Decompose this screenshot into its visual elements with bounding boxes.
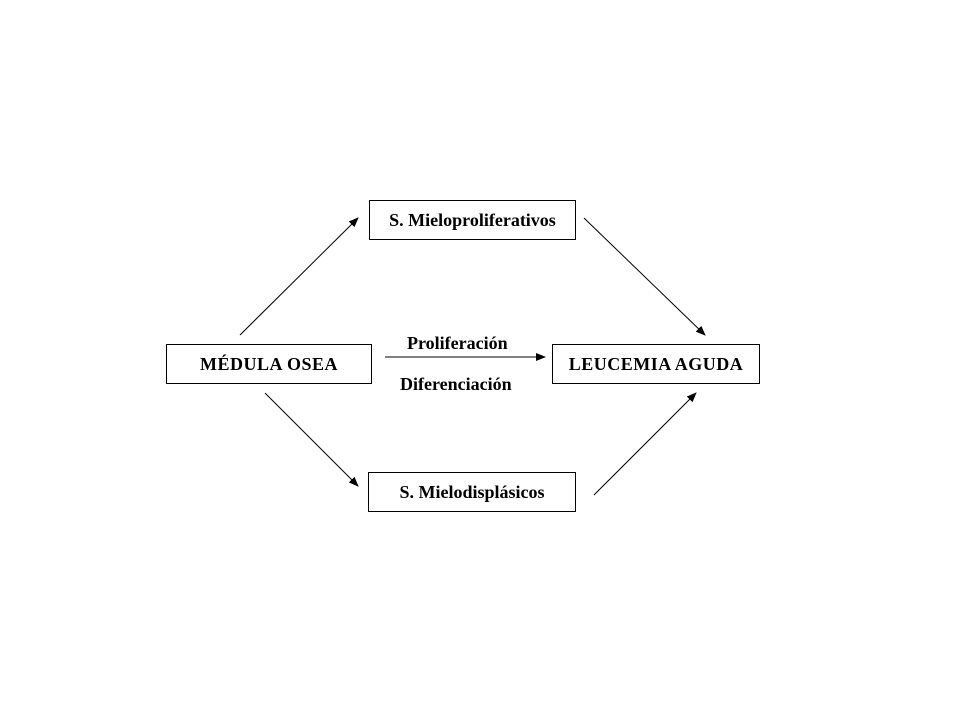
- arrow-mieloproliferativos-to-leucemia: [583, 217, 706, 336]
- node-medula-osea-label: MÉDULA OSEA: [199, 353, 339, 374]
- edge-label-proliferacion: Proliferación: [407, 333, 508, 353]
- node-medula-osea: MÉDULA OSEA: [166, 344, 372, 384]
- arrow-medula-to-mieloproliferativos: [239, 217, 359, 336]
- node-mielodisplasicos: S. Mielodisplásicos: [368, 472, 576, 512]
- arrow-mielodisplasicos-to-leucemia: [593, 392, 697, 496]
- node-leucemia-aguda: LEUCEMIA AGUDA: [552, 344, 760, 384]
- node-leucemia-aguda-label: LEUCEMIA AGUDA: [568, 353, 744, 374]
- edge-label-diferenciacion: Diferenciación: [400, 374, 512, 394]
- arrow-medula-to-mielodisplasicos: [264, 392, 359, 487]
- node-mieloproliferativos-label: S. Mieloproliferativos: [389, 209, 556, 230]
- node-mielodisplasicos-label: S. Mielodisplásicos: [399, 481, 545, 502]
- node-mieloproliferativos: S. Mieloproliferativos: [369, 200, 576, 240]
